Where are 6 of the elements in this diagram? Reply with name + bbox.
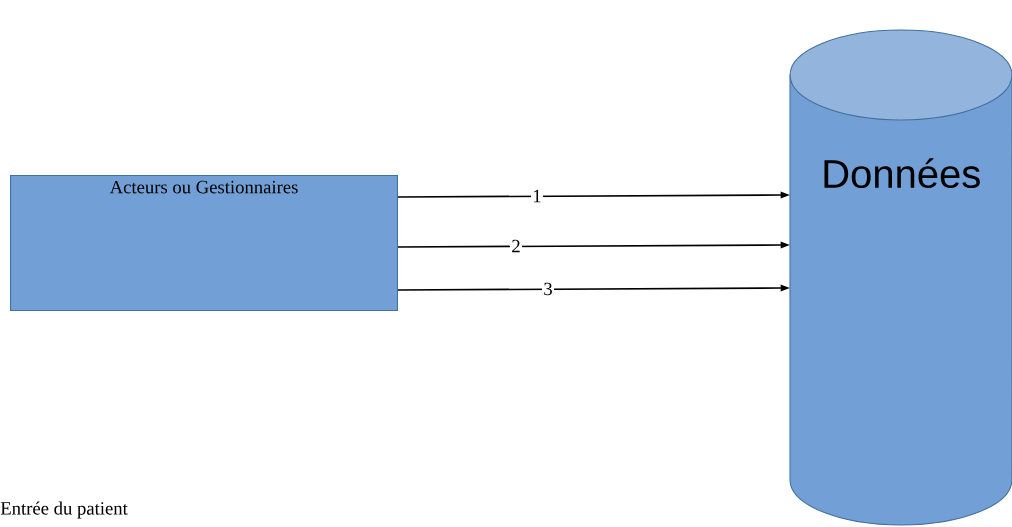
cylinder: Données	[789, 29, 1012, 526]
process-box: Acteurs ou Gestionnaires	[10, 175, 398, 311]
edge-label: 2	[510, 238, 522, 254]
edge-label: 1	[531, 188, 543, 204]
edge-label: 3	[542, 281, 554, 297]
note: Entrée du patient	[0, 501, 128, 519]
